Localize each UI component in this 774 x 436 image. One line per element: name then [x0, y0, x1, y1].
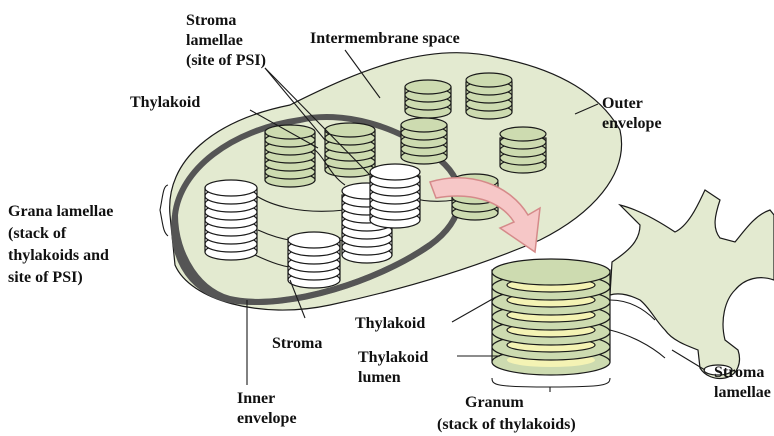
granum-stack	[288, 232, 340, 288]
label-granum: Granum (stack of thylakoids)	[437, 394, 576, 433]
label-thylakoid-lumen: Thylakoid lumen	[358, 349, 432, 386]
granum-stack	[466, 73, 512, 119]
granum-stack	[205, 180, 257, 260]
label-stroma-lamellae-right: Stroma lamellae	[714, 364, 771, 401]
granum-stack	[405, 80, 451, 118]
granum-stack	[500, 127, 546, 173]
granum-stack	[325, 123, 375, 177]
label-outer-envelope: Outer envelope	[602, 95, 662, 132]
label-stroma-lamellae-top: Stroma lamellae (site of PSI)	[186, 12, 266, 69]
granum-stack	[265, 125, 315, 187]
label-intermembrane-space: Intermembrane space	[310, 30, 460, 47]
label-thylakoid-top: Thylakoid	[130, 94, 200, 111]
label-thylakoid-zoom: Thylakoid	[355, 315, 425, 332]
label-stroma: Stroma	[272, 335, 322, 352]
label-inner-envelope: Inner envelope	[237, 390, 297, 427]
granum-stack	[370, 164, 420, 228]
label-grana-lamellae: Grana lamellae (stack of thylakoids and …	[8, 203, 117, 286]
stroma-lamellae-zoom-shape	[610, 190, 774, 379]
thylakoid-disc-top	[492, 259, 610, 285]
granum-stack	[401, 118, 447, 164]
